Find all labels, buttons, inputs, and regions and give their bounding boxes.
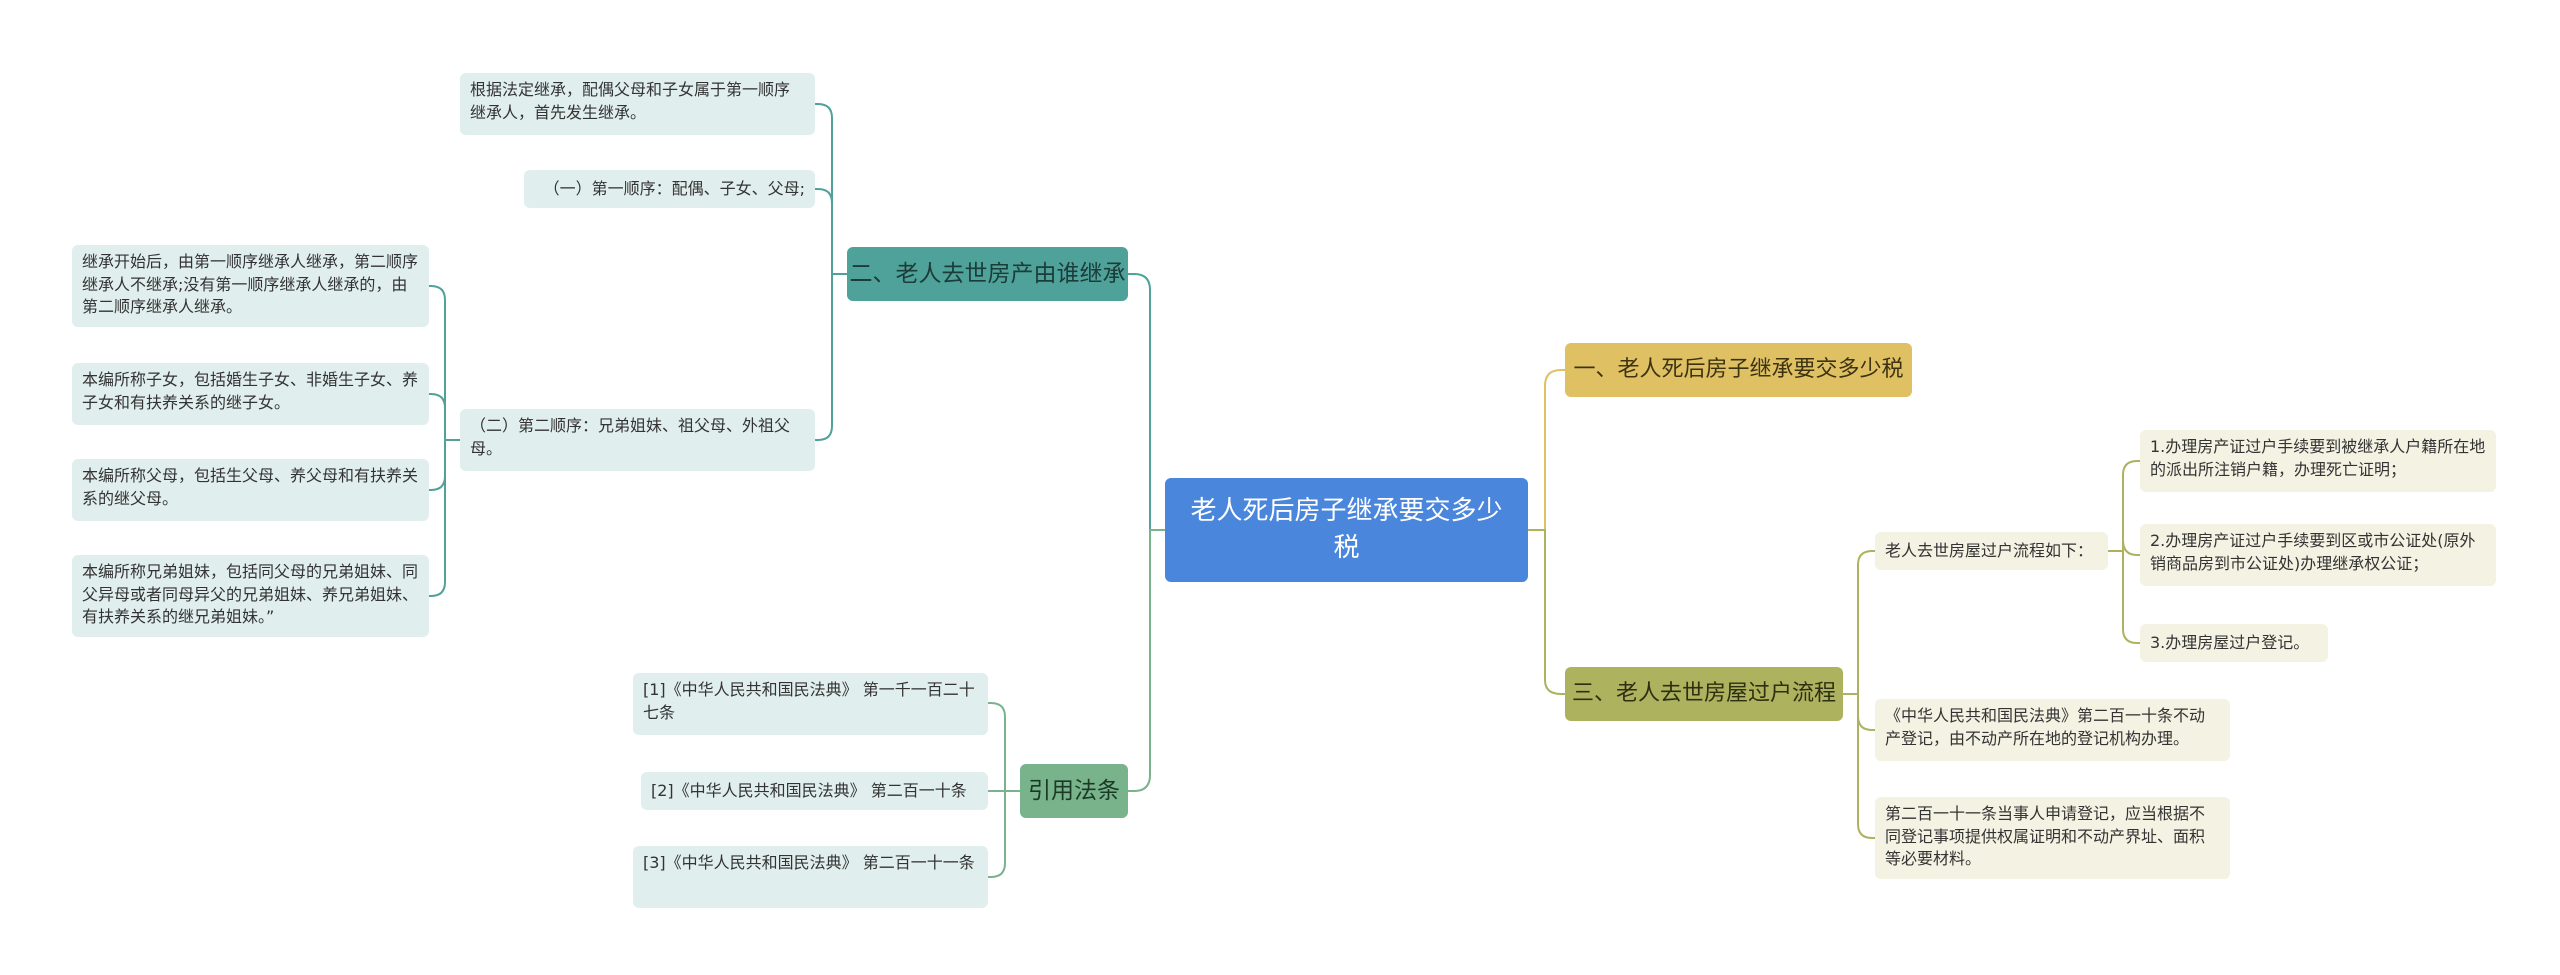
edge-b3-proc (1843, 550, 1875, 695)
leaf-second-order-detail-1[interactable]: 继承开始后，由第一顺序继承人继承，第二顺序继承人不继承;没有第一顺序继承人继承的… (72, 245, 429, 327)
process-step-2[interactable]: 2.办理房产证过户手续要到区或市公证处(原外销商品房到市公证处)办理继承权公证； (2140, 524, 2496, 586)
leaf-first-order[interactable]: （一）第一顺序：配偶、子女、父母; (524, 170, 815, 208)
branch-tax[interactable]: 一、老人死后房子继承要交多少税 (1565, 343, 1912, 397)
leaf-second-order-detail-2[interactable]: 本编所称子女，包括婚生子女、非婚生子女、养子女和有扶养关系的继子女。 (72, 363, 429, 425)
branch-references[interactable]: 引用法条 (1020, 764, 1128, 818)
edge-ref-c3 (988, 790, 1020, 878)
edge-proc-c3 (2108, 550, 2140, 644)
edge-b3-law2 (1843, 693, 1875, 839)
edge-b2-leaf1 (815, 103, 847, 275)
edge-leaf3-c2 (429, 393, 460, 441)
edge-leaf3-c4 (429, 439, 460, 597)
leaf-second-order-detail-4[interactable]: 本编所称兄弟姐妹，包括同父母的兄弟姐妹、同父异母或者同母异父的兄弟姐妹、养兄弟姐… (72, 555, 429, 637)
leaf-second-order-detail-3[interactable]: 本编所称父母，包括生父母、养父母和有扶养关系的继父母。 (72, 459, 429, 521)
edge-ref-c1 (988, 702, 1020, 792)
edge-b2-leaf2 (815, 188, 847, 275)
leaf-second-order[interactable]: （二）第二顺序：兄弟姐妹、祖父母、外祖父母。 (460, 409, 815, 471)
edge-root-b2 (1128, 273, 1165, 531)
edge-leaf3-c1 (429, 285, 460, 441)
reference-1[interactable]: [1]《中华人民共和国民法典》 第一千一百二十七条 (633, 673, 988, 735)
root-node[interactable]: 老人死后房子继承要交多少税 (1165, 478, 1528, 582)
leaf-process-intro[interactable]: 老人去世房屋过户流程如下： (1875, 532, 2108, 570)
edge-root-b3 (1528, 529, 1565, 695)
process-step-3[interactable]: 3.办理房屋过户登记。 (2140, 624, 2328, 662)
reference-2[interactable]: [2]《中华人民共和国民法典》 第二百一十条 (641, 772, 988, 810)
edge-proc-c1 (2108, 460, 2140, 552)
edge-root-ref (1128, 529, 1165, 792)
leaf-statutory-order[interactable]: 根据法定继承，配偶父母和子女属于第一顺序继承人，首先发生继承。 (460, 73, 815, 135)
branch-inheritance-who[interactable]: 二、老人去世房产由谁继承 (847, 247, 1128, 301)
reference-3[interactable]: [3]《中华人民共和国民法典》 第二百一十一条 (633, 846, 988, 908)
leaf-civil-code-211[interactable]: 第二百一十一条当事人申请登记，应当根据不同登记事项提供权属证明和不动产界址、面积… (1875, 797, 2230, 879)
leaf-civil-code-210[interactable]: 《中华人民共和国民法典》第二百一十条不动产登记，由不动产所在地的登记机构办理。 (1875, 699, 2230, 761)
edge-root-b1 (1528, 369, 1565, 531)
branch-transfer-process[interactable]: 三、老人去世房屋过户流程 (1565, 667, 1843, 721)
edge-b2-leaf3 (815, 273, 847, 441)
edge-proc-c2 (2108, 539, 2140, 556)
process-step-1[interactable]: 1.办理房产证过户手续要到被继承人户籍所在地的派出所注销户籍，办理死亡证明； (2140, 430, 2496, 492)
